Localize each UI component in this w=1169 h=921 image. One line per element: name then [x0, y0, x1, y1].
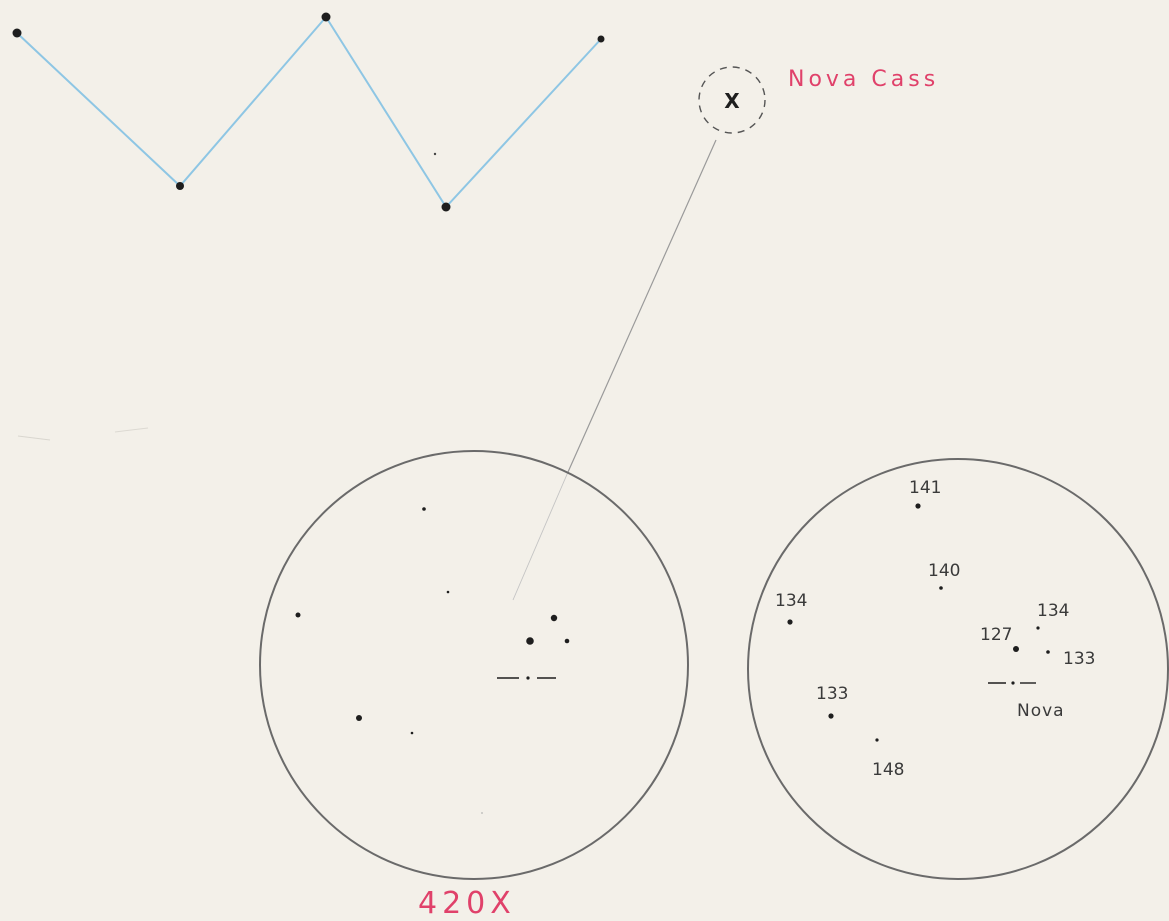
field-star: [295, 612, 301, 618]
constellation-star: [597, 35, 605, 43]
field-star: [422, 507, 426, 511]
field-star: [481, 812, 483, 814]
field-star: [550, 614, 558, 622]
label-148: 148: [872, 760, 904, 780]
label-133-right: 133: [1063, 649, 1095, 669]
field-star: [446, 590, 450, 594]
constellation-star: [441, 202, 451, 212]
pointer-line-faint: [512, 471, 569, 601]
nova-marker: X: [724, 89, 740, 113]
chart-star: [828, 713, 834, 719]
label-133-left: 133: [816, 684, 848, 704]
pointer-line: [567, 139, 717, 473]
constellation-star: [176, 182, 184, 190]
chart-star: [939, 586, 943, 590]
chart-star: [1036, 626, 1040, 630]
constellation-lines: [16, 15, 602, 209]
label-nova: Nova: [1017, 701, 1065, 721]
cassiopeia-asterism: [12, 12, 605, 212]
field-star: [410, 731, 414, 735]
nova-star: [1011, 681, 1015, 685]
label-140: 140: [928, 561, 960, 581]
field-star: [564, 638, 570, 644]
label-141: 141: [909, 478, 941, 498]
chart-star: [875, 738, 879, 742]
paper-smudges: [17, 427, 149, 441]
chart-star: [787, 619, 793, 625]
nova-star: [526, 676, 530, 680]
faint-star: [433, 152, 437, 156]
chart-star: [1046, 650, 1050, 654]
chart-star: [915, 503, 921, 509]
field-star: [526, 637, 534, 645]
nova-locator: X Nova Cass: [512, 66, 939, 601]
chart-star: [1013, 646, 1019, 652]
magnification-label: 420X: [418, 886, 516, 921]
field-star: [356, 715, 362, 721]
label-127: 127: [980, 625, 1012, 645]
field-circle-left: [259, 450, 689, 880]
nova-dashed-circle: [698, 66, 766, 134]
label-134-right: 134: [1037, 601, 1069, 621]
label-134-left: 134: [775, 591, 807, 611]
eyepiece-field-right: 141 140 134 134 127 133 133 148 Nova: [747, 458, 1169, 880]
eyepiece-field-left: [259, 450, 689, 880]
nova-cass-label: Nova Cass: [788, 67, 939, 92]
field-circle-right: [747, 458, 1169, 880]
constellation-star: [12, 28, 22, 38]
constellation-star: [321, 12, 331, 22]
